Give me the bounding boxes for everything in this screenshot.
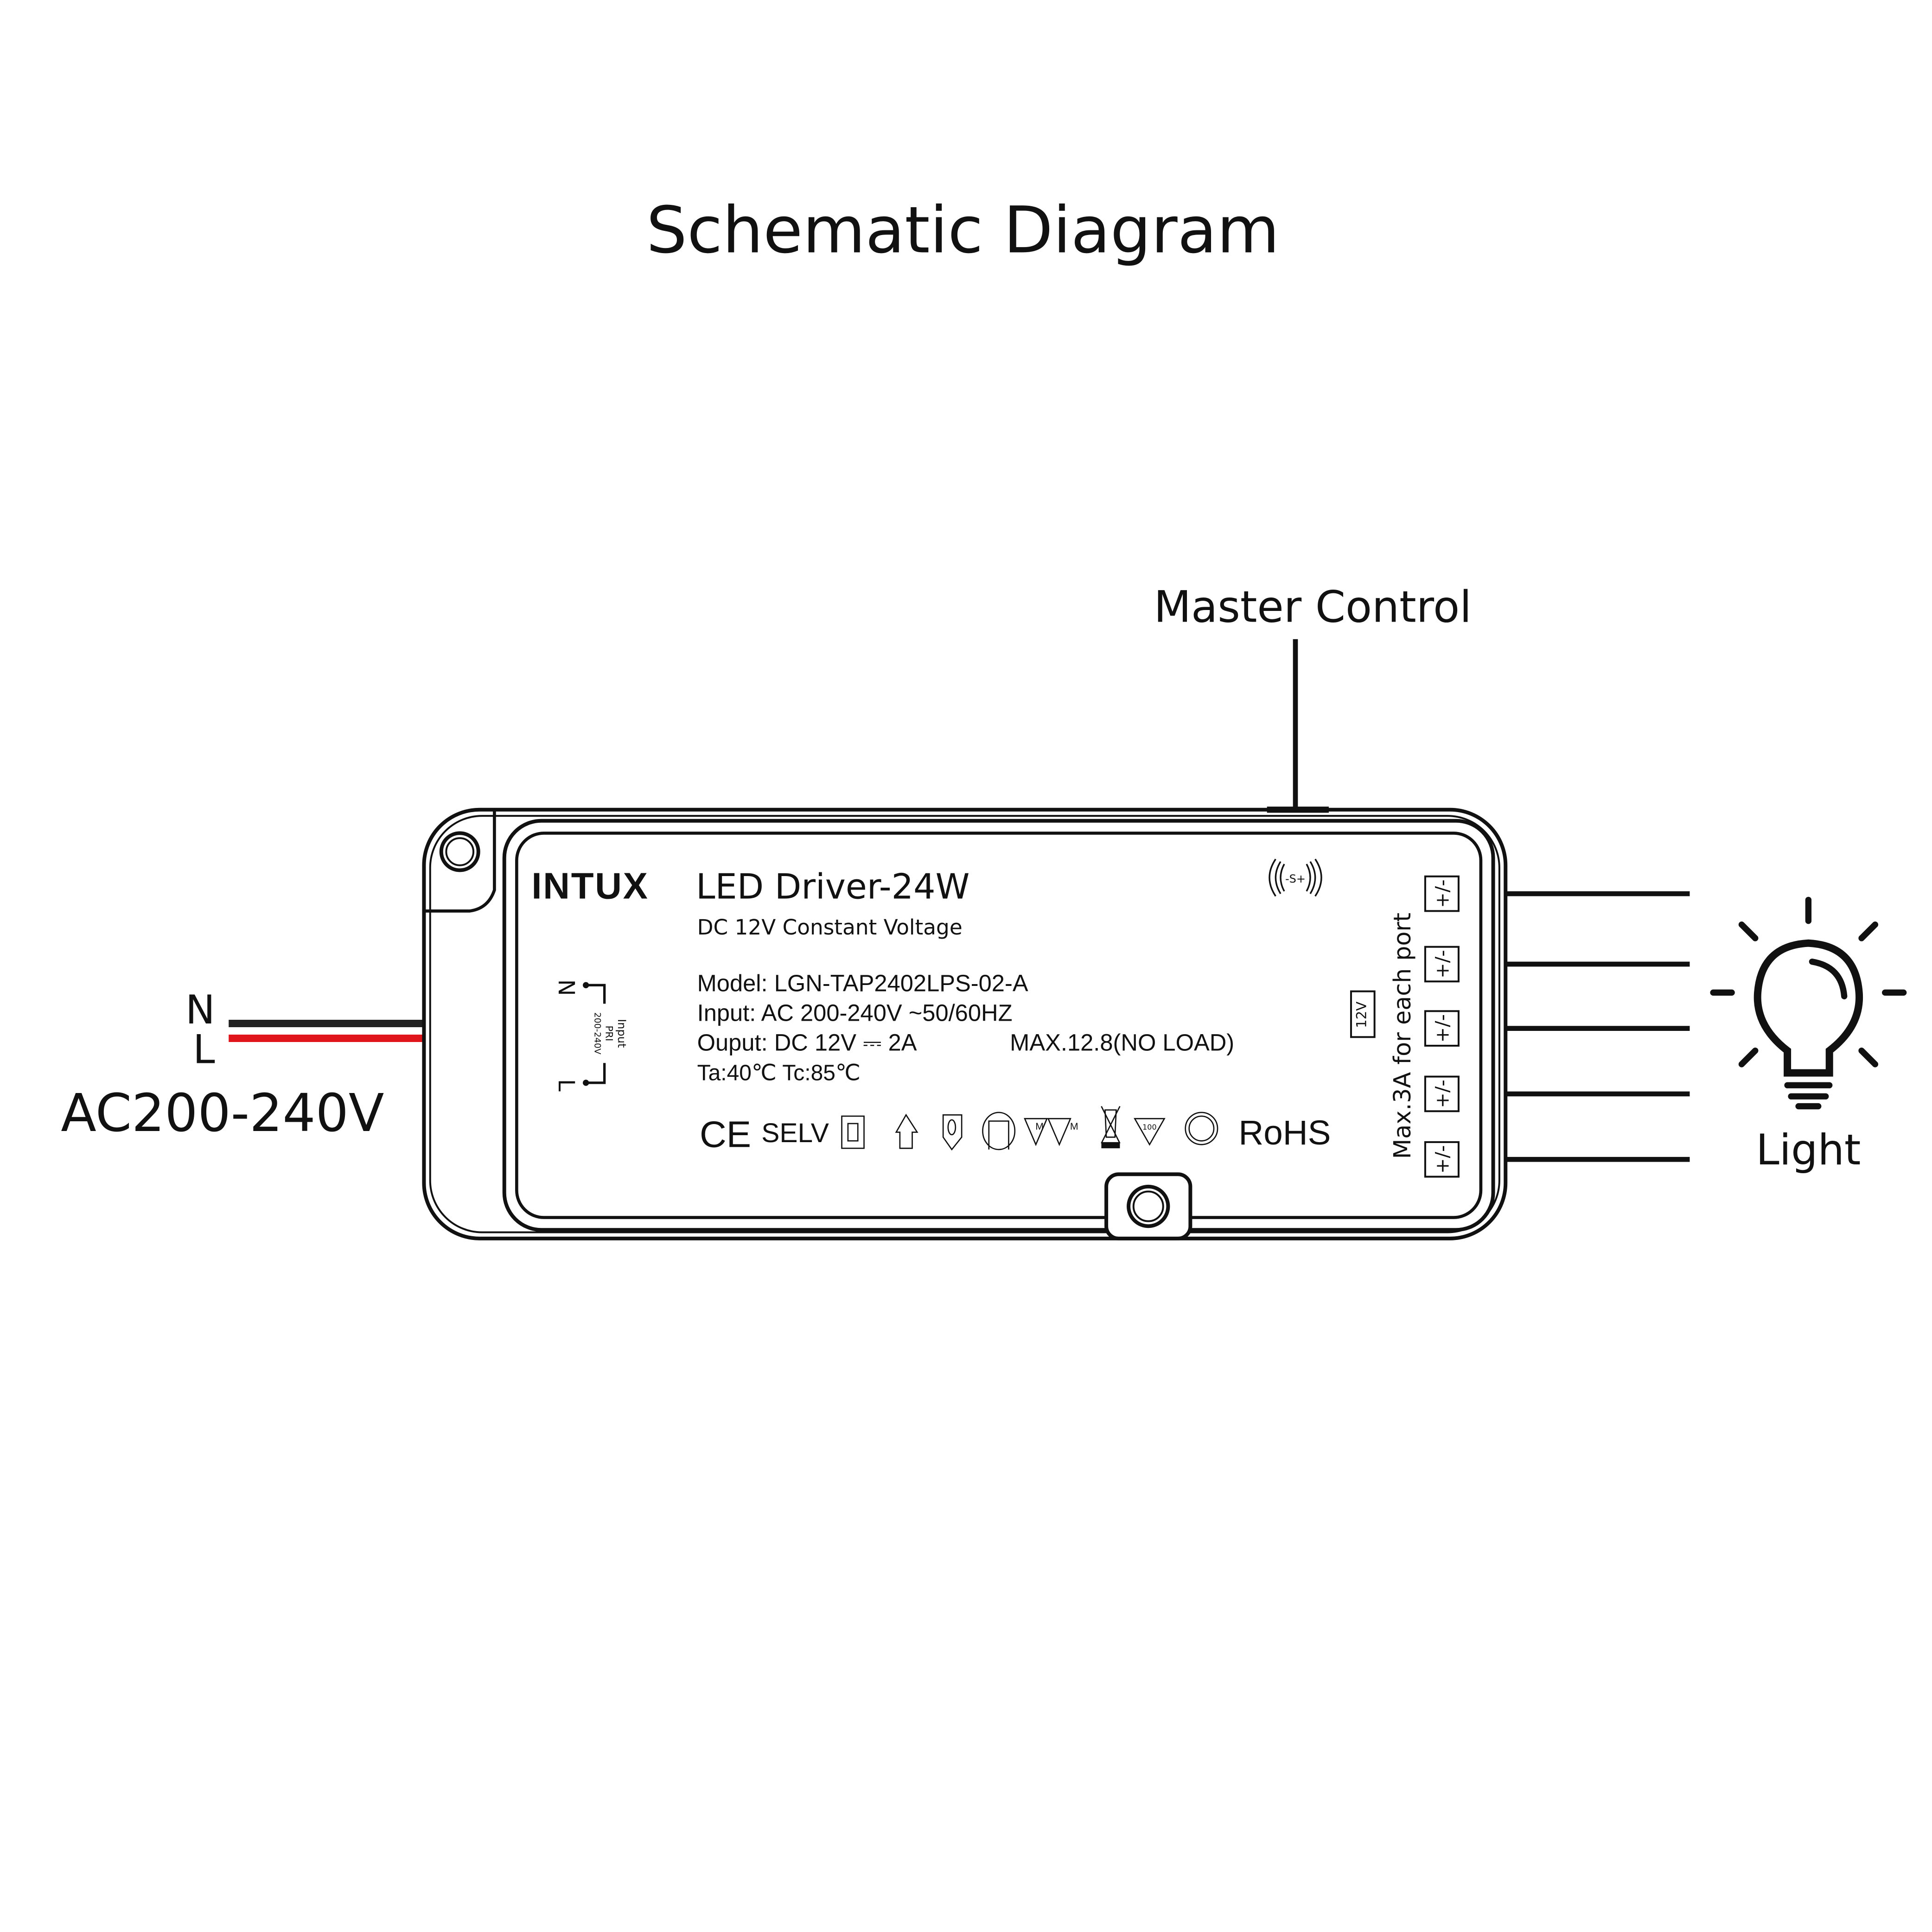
port-polarity-label: +/-: [1432, 1145, 1454, 1174]
output-port-3: +/-: [1424, 1010, 1690, 1047]
neutral-label: N: [185, 987, 215, 1033]
port-terminal-frame: [1424, 946, 1460, 983]
output-voltage-badge: 12V: [1353, 1002, 1369, 1028]
ce-mark: CE: [700, 1114, 751, 1155]
mounting-hole-icon: [439, 831, 480, 872]
max-spec: MAX.12.8(NO LOAD): [1010, 1030, 1234, 1056]
port-terminal-frame: [1424, 1075, 1460, 1112]
indoor-use-icon: [895, 1113, 918, 1149]
sensor-icon: -S+: [1269, 858, 1322, 897]
light-bulb-icon: [1710, 896, 1907, 1110]
svg-text:100: 100: [1142, 1123, 1157, 1131]
selv-mark: SELV: [761, 1118, 829, 1148]
brand-logo: INTUX: [531, 865, 649, 907]
svg-text:200-240V: 200-240V: [592, 1012, 602, 1055]
product-subtitle: DC 12V Constant Voltage: [697, 915, 963, 940]
master-control-label: Master Control: [1154, 582, 1472, 633]
weee-bin-icon: [1101, 1106, 1121, 1144]
rohs-mark: RoHS: [1238, 1113, 1331, 1152]
port-polarity-label: +/-: [1432, 1080, 1454, 1108]
class-ii-icon: [841, 1115, 865, 1149]
light-label: Light: [1756, 1126, 1861, 1175]
live-label: L: [193, 1027, 215, 1073]
output-port-1: +/-: [1424, 875, 1690, 912]
certification-icons: CE SELV M M 100 RoHS: [700, 1106, 1331, 1155]
port-terminal-frame: [1424, 1010, 1460, 1047]
svg-text:Input: Input: [615, 1019, 628, 1048]
svg-text:-S+: -S+: [1285, 872, 1306, 885]
port-current-note: Max.3A for each port: [1389, 913, 1416, 1159]
temperature-spec: Ta:40℃ Tc:85℃: [697, 1061, 861, 1086]
port-polarity-label: +/-: [1432, 879, 1454, 908]
input-voltage-label: AC200-240V: [61, 1083, 384, 1144]
ccc-icon: [1185, 1112, 1218, 1145]
input-spec: Input: AC 200-240V ~50/60HZ: [697, 1000, 1013, 1026]
model-spec: Model: LGN-TAP2402LPS-02-A: [697, 970, 1028, 997]
svg-text:M: M: [1035, 1121, 1044, 1132]
lamp-icon: [982, 1112, 1016, 1150]
page-title: Schematic Diagram: [646, 192, 1280, 267]
temp-100-icon: [1134, 1118, 1166, 1146]
output-voltage-badge-frame: [1350, 990, 1376, 1038]
fuse-icon: [942, 1114, 963, 1151]
output-port-5: +/-: [1424, 1141, 1690, 1178]
port-terminal-frame: [1424, 875, 1460, 912]
svg-text:PRI: PRI: [603, 1025, 614, 1041]
led-driver-body: [422, 807, 1508, 1240]
svg-text:M: M: [1070, 1121, 1078, 1132]
m-mark-icon: [1024, 1118, 1071, 1146]
mounting-hole-icon: [1127, 1184, 1170, 1228]
output-port-2: +/-: [1424, 946, 1690, 983]
output-port-4: +/-: [1424, 1075, 1690, 1112]
port-polarity-label: +/-: [1432, 950, 1454, 978]
input-terminal-diagram: N L Input PRI 200-240V: [553, 979, 628, 1092]
svg-text:L: L: [553, 1079, 579, 1092]
port-polarity-label: +/-: [1432, 1014, 1454, 1042]
output-spec: Ouput: DC 12V ⎓ 2A: [697, 1030, 917, 1056]
product-name: LED Driver-24W: [696, 867, 969, 907]
svg-text:N: N: [553, 979, 579, 996]
port-terminal-frame: [1424, 1141, 1460, 1178]
